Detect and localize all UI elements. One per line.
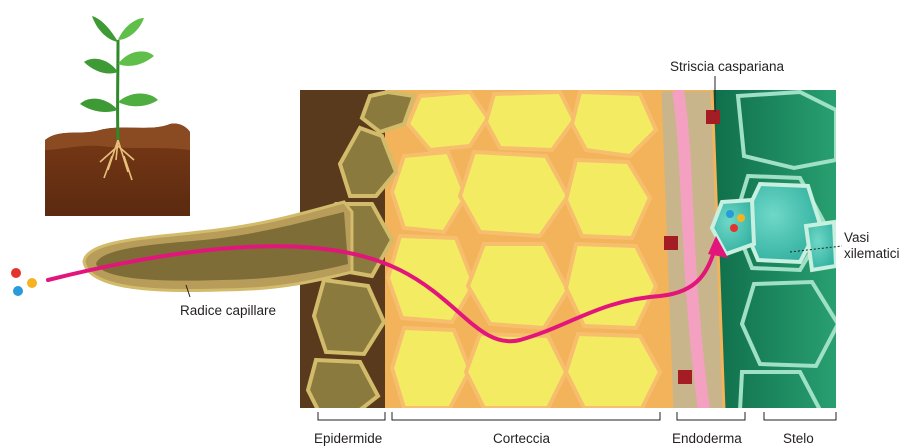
svg-text:Vasi: Vasi (844, 230, 869, 245)
region-brackets (318, 412, 836, 420)
svg-text:xilematici: xilematici (844, 246, 900, 261)
plant-seedling-icon (45, 16, 190, 216)
region-label-cortex: Corteccia (493, 431, 551, 446)
region-label-epidermis: Epidermide (314, 431, 382, 446)
svg-text:Radice capillare: Radice capillare (180, 303, 276, 318)
root-cross-section (300, 90, 842, 410)
region-label-endodermis: Endoderma (672, 431, 742, 446)
region-label-stele: Stelo (783, 431, 814, 446)
cortex-cells (388, 92, 660, 408)
svg-text:Striscia caspariana: Striscia caspariana (670, 59, 785, 74)
